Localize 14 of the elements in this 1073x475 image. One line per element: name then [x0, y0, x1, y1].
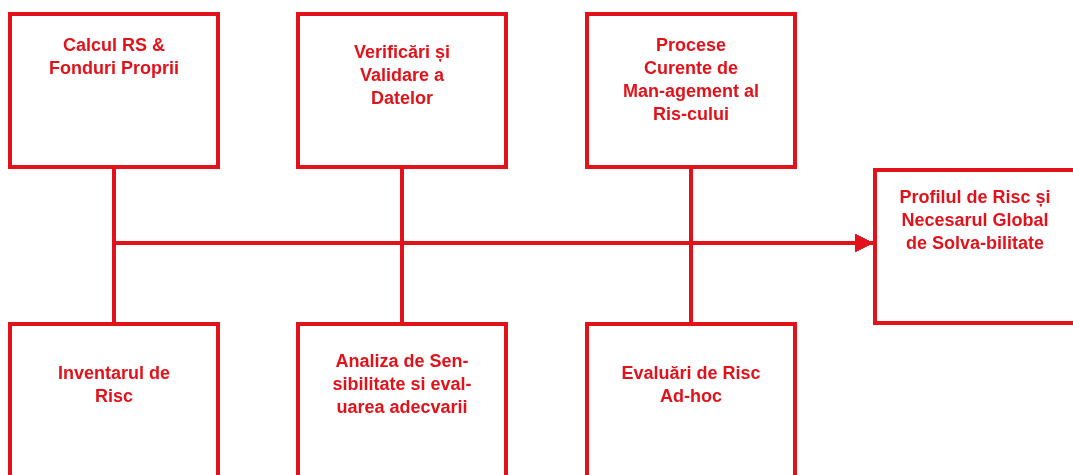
process-box: [8, 12, 220, 169]
process-box: [585, 322, 797, 475]
process-box: [296, 12, 508, 169]
box-label: Procese Curente de Man-agement al Ris-cului: [622, 34, 760, 126]
box-label: Verificări și Validare a Datelor: [352, 41, 452, 110]
box-label: Calcul RS & Fonduri Proprii: [48, 34, 180, 80]
box-label: Analiza de Sen-sibilitate si eval-uarea adecvarii: [331, 350, 473, 419]
box-label: Profilul de Risc și Necesarul Global de Solva-bilitate: [898, 186, 1052, 255]
box-label: Inventarul de Risc: [57, 362, 171, 408]
process-box: [873, 168, 1073, 325]
process-box: [8, 322, 220, 475]
process-box: [585, 12, 797, 169]
process-box: [296, 322, 508, 475]
box-label: Evaluări de Risc Ad-hoc: [620, 362, 762, 408]
